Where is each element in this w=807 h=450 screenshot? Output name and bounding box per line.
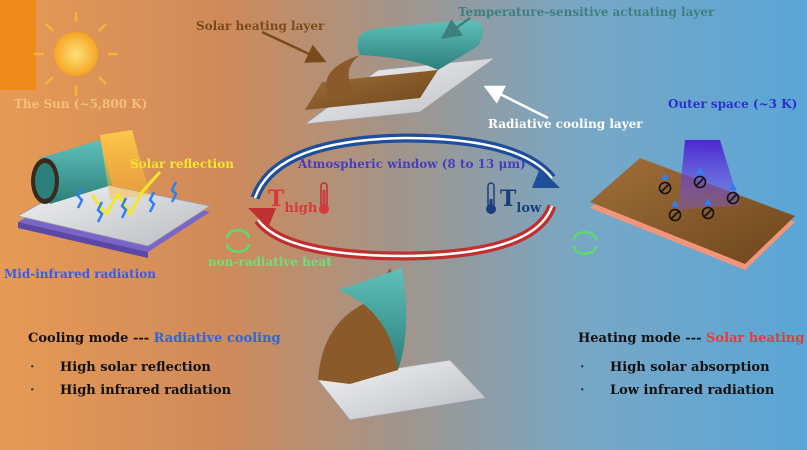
- cooling-bullet: · High infrared radiation: [30, 383, 231, 398]
- bottom-layered-film: [317, 268, 487, 421]
- solar-heating-layer-arrow: [261, 30, 327, 63]
- bullet-dot: ·: [580, 383, 585, 398]
- solar-heating-layer-label: Solar heating layer: [196, 19, 325, 33]
- cooling-bullet-text: High solar reflection: [60, 360, 211, 375]
- radiative-cooling-layer-label: Radiative cooling layer: [488, 117, 643, 131]
- moon-icon: [725, 35, 762, 77]
- heating-mode-device: [590, 140, 795, 270]
- t-low-sub: low: [516, 201, 542, 216]
- bullet-dot: ·: [30, 383, 35, 398]
- sun-label: The Sun (~5,800 K): [14, 97, 148, 111]
- outer-space-label: Outer space (~3 K): [668, 97, 798, 111]
- sun-icon: [34, 12, 118, 96]
- mid-infrared-label: Mid-infrared radiation: [4, 267, 156, 281]
- thermometer-low-icon: [486, 182, 496, 214]
- top-layered-film: [303, 20, 497, 125]
- cooling-mode-prefix: Cooling mode ---: [28, 331, 154, 346]
- heating-bullet: · Low infrared radiation: [580, 383, 774, 398]
- heating-bullet-text: High solar absorption: [610, 360, 770, 375]
- atmospheric-window-label: Atmospheric window (8 to 13 μm): [298, 157, 526, 171]
- circular-arrow-icon: [572, 231, 598, 255]
- heating-mode-title: Heating mode --- Solar heating: [578, 332, 804, 345]
- solar-reflection-label: Solar reflection: [130, 157, 234, 171]
- cooling-mode-name: Radiative cooling: [153, 331, 281, 346]
- cooling-mode-title: Cooling mode --- Radiative cooling: [28, 332, 281, 345]
- non-radiative-heat-label: non-radiative heat: [208, 255, 332, 269]
- heating-bullet-text: Low infrared radiation: [610, 383, 775, 398]
- cooling-bullet-text: High infrared radiation: [60, 383, 232, 398]
- radiative-cooling-layer-arrow: [483, 85, 549, 120]
- t-low-label: Tlow: [500, 188, 541, 215]
- cooling-mode-device: [16, 130, 212, 258]
- actuating-layer-arrow: [440, 16, 471, 39]
- circular-arrow-icon: [225, 229, 251, 253]
- bullet-dot: ·: [580, 360, 585, 375]
- t-high-label: Thigh: [268, 188, 317, 215]
- mode-switch-cycle: [248, 133, 560, 261]
- bullet-dot: ·: [30, 360, 35, 375]
- heating-mode-prefix: Heating mode ---: [578, 331, 707, 346]
- actuating-layer-label: Temperature-sensitive actuating layer: [458, 5, 715, 19]
- t-high-main: T: [268, 186, 285, 212]
- heating-bullet: · High solar absorption: [580, 360, 770, 375]
- t-high-sub: high: [284, 201, 318, 216]
- heating-mode-name: Solar heating: [706, 331, 805, 346]
- t-low-main: T: [500, 186, 517, 212]
- cooling-bullet: · High solar reflection: [30, 360, 211, 375]
- thermometer-high-icon: [319, 182, 329, 214]
- sun-color-bar: [0, 0, 36, 90]
